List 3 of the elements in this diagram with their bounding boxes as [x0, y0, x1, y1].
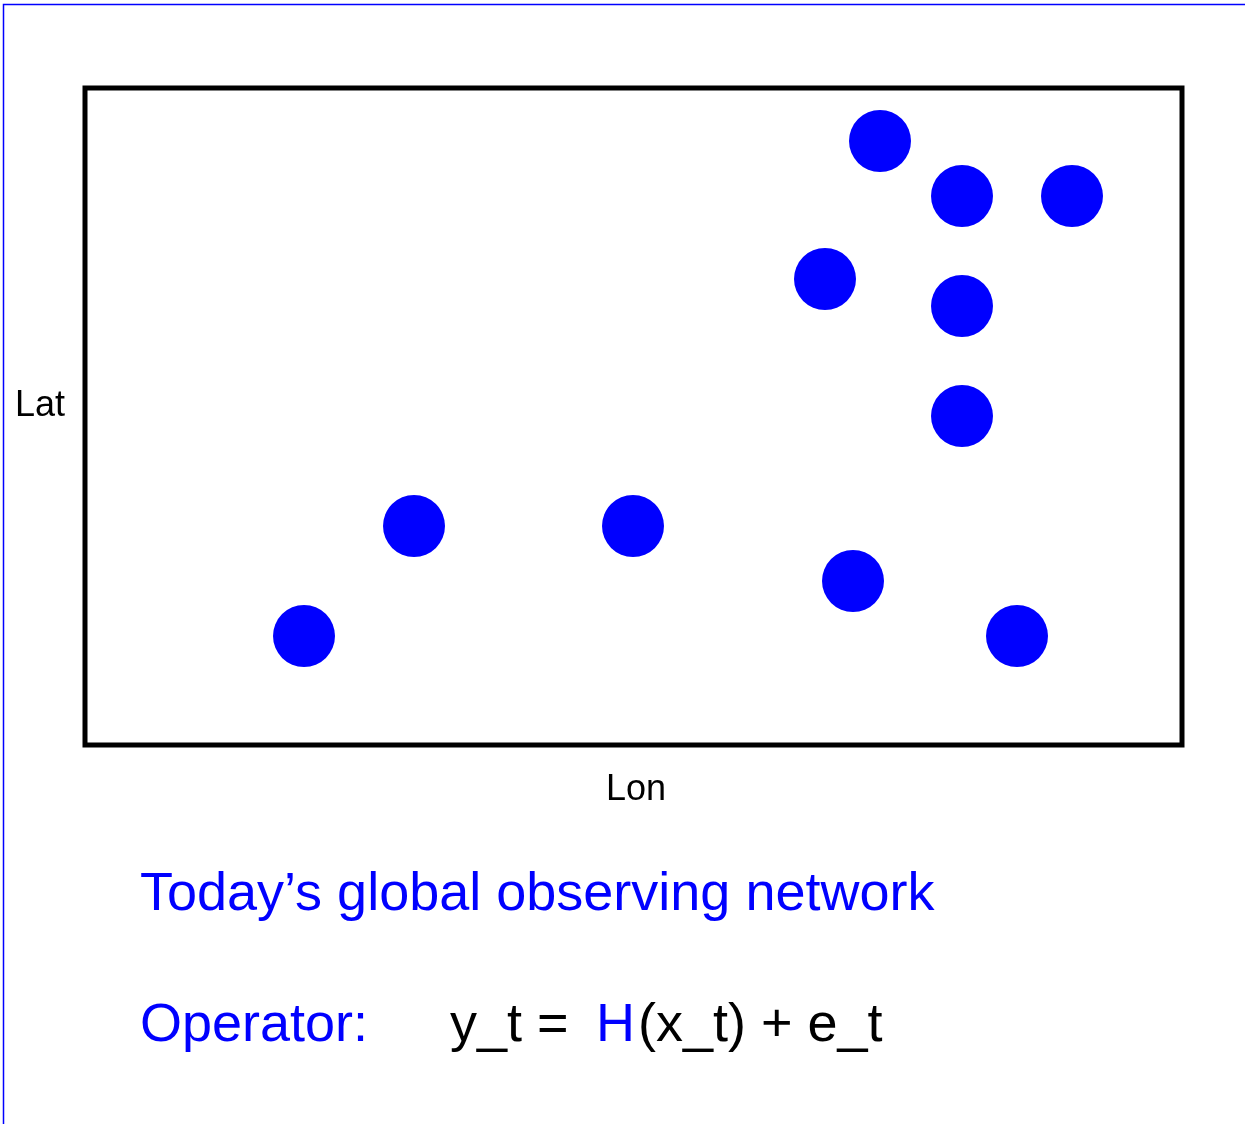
equation-text: H: [596, 995, 635, 1049]
axis-label: Lat: [15, 386, 66, 422]
axis-label: Lon: [606, 770, 667, 806]
